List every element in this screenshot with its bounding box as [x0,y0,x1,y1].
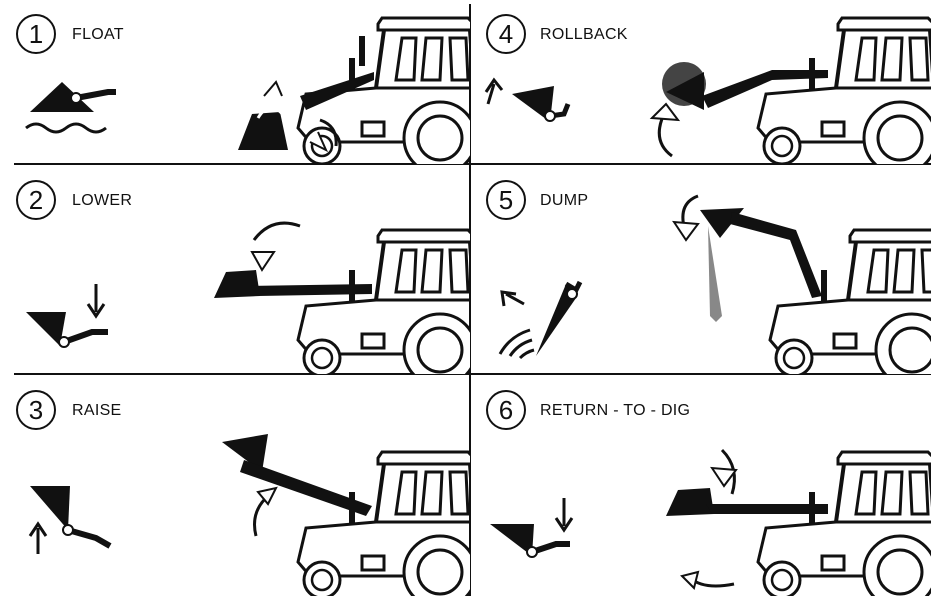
panel-dump: 5 DUMP [472,166,931,374]
raise-lever-icon [30,486,110,554]
rollback-lever-icon [486,80,568,122]
dump-illustration [472,166,931,374]
dump-lever-icon [500,282,580,358]
panel-rollback: 4 ROLLBACK [472,0,931,164]
lower-illustration [0,166,470,374]
float-illustration [0,0,470,164]
return-to-dig-lever-icon [490,498,572,557]
panel-lower: 2 LOWER [0,166,470,374]
rollback-illustration [472,0,931,164]
panel-return-to-dig: 6 RETURN - TO - DIG [472,376,931,596]
panel-raise: 3 RAISE [0,376,470,596]
raise-illustration [0,376,470,596]
return-to-dig-illustration [472,376,931,596]
lower-lever-icon [26,284,108,347]
panel-float: 1 FLOAT [0,0,470,164]
float-lever-icon [26,82,116,132]
